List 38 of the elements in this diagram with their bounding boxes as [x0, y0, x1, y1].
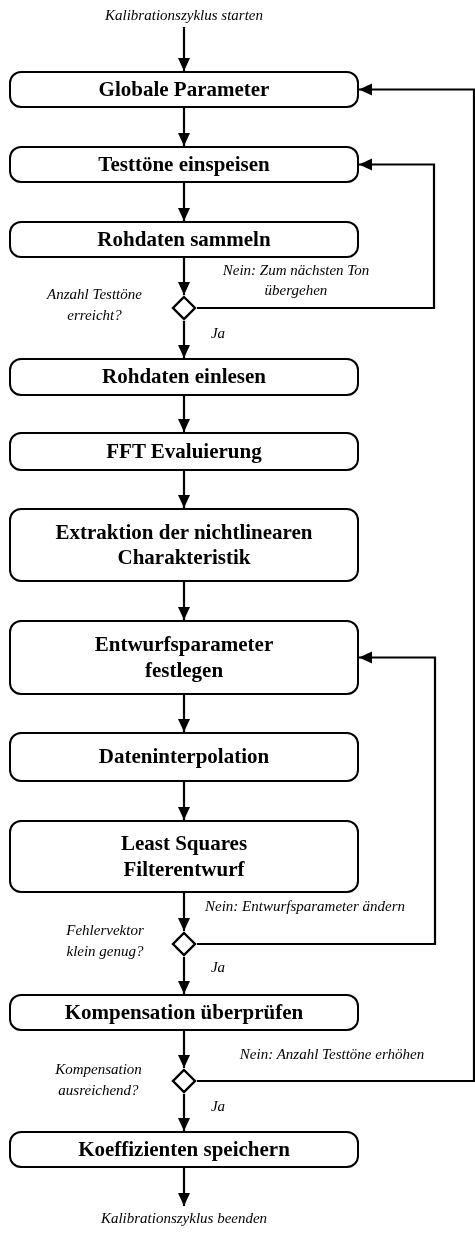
process-box: Globale Parameter — [9, 71, 359, 108]
process-box: Entwurfsparameter festlegen — [9, 620, 359, 695]
arrow — [178, 1168, 190, 1206]
decision-diamond — [171, 1068, 197, 1094]
arrow — [178, 1094, 190, 1131]
arrow — [178, 1031, 190, 1068]
arrow — [178, 108, 190, 146]
process-box: Koeffizienten speichern — [9, 1131, 359, 1168]
terminal-text: Kalibrationszyklus beenden — [100, 1208, 268, 1228]
process-box: Extraktion der nichtlinearen Charakteristik — [9, 508, 359, 582]
decision-diamond — [171, 931, 197, 957]
arrow — [178, 471, 190, 508]
condition-text: Fehlervektor klein genug? — [65, 921, 145, 961]
process-box: Dateninterpolation — [9, 732, 359, 782]
arrow — [197, 651, 437, 946]
arrow — [178, 27, 190, 71]
decision-diamond — [171, 295, 197, 321]
arrow — [178, 396, 190, 432]
process-box: Least Squares Filterentwurf — [9, 820, 359, 893]
process-box: Testtöne einspeisen — [9, 146, 359, 183]
process-box: Rohdaten sammeln — [9, 221, 359, 258]
arrow — [178, 258, 190, 295]
process-box: Rohdaten einlesen — [9, 358, 359, 396]
arrow — [178, 957, 190, 994]
arrow — [178, 321, 190, 358]
process-box: Kompensation überprüfen — [9, 994, 359, 1031]
condition-text: Kompensation ausreichend? — [54, 1060, 143, 1100]
arrow — [197, 83, 475, 1083]
arrow — [178, 695, 190, 732]
arrow — [178, 782, 190, 820]
condition-text: Anzahl Testtöne erreicht? — [45, 285, 143, 325]
edge-label: Nein: Entwurfsparameter ändern — [205, 897, 405, 917]
arrow — [178, 893, 190, 931]
terminal-text: Kalibrationszyklus starten — [105, 5, 263, 25]
arrow — [178, 183, 190, 221]
process-box: FFT Evaluierung — [9, 432, 359, 471]
arrow — [197, 158, 436, 310]
arrow — [178, 582, 190, 620]
